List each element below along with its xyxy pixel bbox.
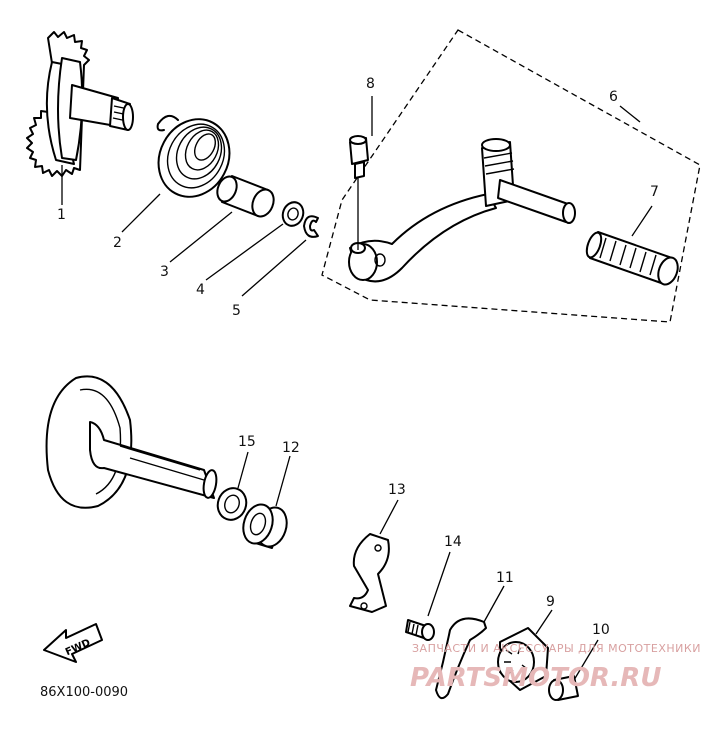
part-washer bbox=[281, 201, 305, 227]
part-kick-gear bbox=[26, 31, 134, 177]
fwd-direction-arrow: FWD bbox=[43, 623, 103, 663]
part-bushing-12 bbox=[242, 503, 288, 549]
part-plate-13 bbox=[349, 533, 390, 613]
part-washer-15 bbox=[216, 487, 248, 521]
part-kick-spring bbox=[156, 114, 231, 198]
part-pedal-grip bbox=[585, 231, 679, 286]
callout-7: 7 bbox=[650, 184, 659, 200]
callout-8: 8 bbox=[366, 76, 375, 92]
watermark-brand: PARTSMOTOR.RU bbox=[410, 663, 661, 693]
callout-2: 2 bbox=[113, 235, 122, 251]
drawing-code: 86X100-0090 bbox=[40, 685, 128, 700]
part-sleeve-10 bbox=[548, 675, 579, 701]
part-collar bbox=[216, 175, 275, 218]
callout-12: 12 bbox=[282, 440, 300, 456]
callout-14: 14 bbox=[444, 534, 462, 550]
part-screw-14 bbox=[405, 619, 435, 641]
part-ratchet-9 bbox=[497, 627, 549, 691]
part-circlip bbox=[303, 215, 319, 238]
part-kick-crank-assembly bbox=[321, 29, 701, 323]
callout-6: 6 bbox=[609, 89, 618, 105]
callout-5: 5 bbox=[232, 303, 241, 319]
callout-11: 11 bbox=[496, 570, 514, 586]
part-kick-shaft bbox=[45, 375, 218, 509]
callout-1: 1 bbox=[57, 207, 66, 223]
part-bolt-8 bbox=[349, 135, 369, 179]
callout-13: 13 bbox=[388, 482, 406, 498]
callout-3: 3 bbox=[160, 264, 169, 280]
callout-15: 15 bbox=[238, 434, 256, 450]
part-clip-11 bbox=[435, 617, 487, 700]
watermark: ЗАПЧАСТИ И АКСЕССУАРЫ ДЛЯ МОТОТЕХНИКИ PA… bbox=[410, 642, 701, 693]
callout-labels: 1 2 3 4 5 6 7 8 9 10 11 12 13 14 15 bbox=[57, 76, 659, 638]
leader-lines bbox=[61, 96, 653, 681]
callout-9: 9 bbox=[546, 594, 555, 610]
callout-10: 10 bbox=[592, 622, 610, 638]
watermark-tagline: ЗАПЧАСТИ И АКСЕССУАРЫ ДЛЯ МОТОТЕХНИКИ bbox=[412, 642, 701, 655]
callout-4: 4 bbox=[196, 282, 205, 298]
